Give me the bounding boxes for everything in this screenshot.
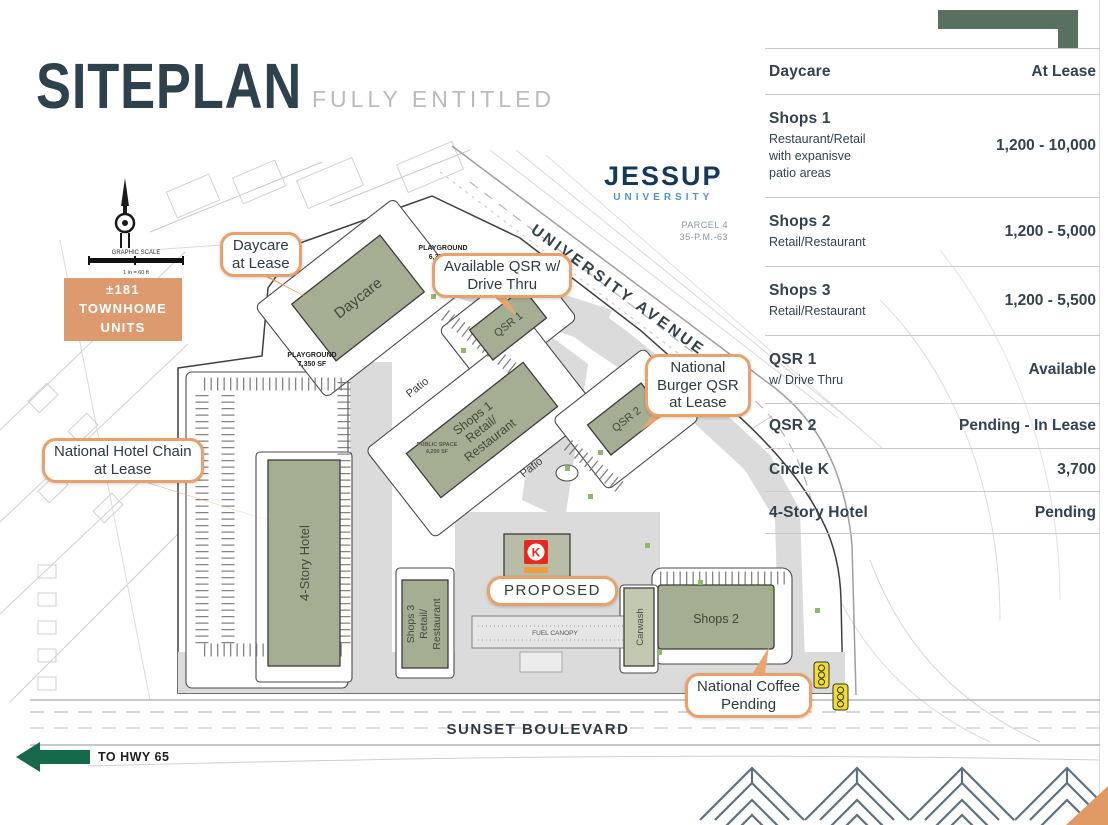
row-sub: Restaurant/Retail with expanisve patio a… (769, 132, 866, 180)
jessup-logo-tagline: UNIVERSITY (613, 192, 714, 203)
corner-accent-bar (938, 10, 1078, 29)
table-row: QSR 2 Pending - In Lease (765, 403, 1100, 448)
parcel-note-line2: 35-P.M.-63 (679, 231, 728, 242)
page-subtitle: FULLY ENTITLED (312, 86, 556, 112)
table-row: Shops 3 Retail/Restaurant 1,200 - 5,500 (765, 266, 1100, 335)
table-row: Circle K 3,700 (765, 448, 1100, 491)
shops2-building-label: Shops 2 (693, 612, 739, 626)
row-value: At Lease (1031, 62, 1096, 80)
table-row: Daycare At Lease (765, 48, 1100, 94)
svg-text:PUBLIC SPACE: PUBLIC SPACE (417, 442, 458, 448)
row-name: Shops 3 (769, 282, 831, 300)
row-value: 1,200 - 10,000 (996, 137, 1096, 154)
row-name: QSR 2 (769, 417, 817, 434)
shops3-label-line1: Shops 3 (405, 605, 417, 644)
sunset-boulevard-label: SUNSET BOULEVARD (447, 721, 630, 738)
circle-k-logo: K (524, 540, 548, 573)
fuel-canopy: FUEL CANOPY (471, 615, 639, 673)
svg-text:PLAYGROUND: PLAYGROUND (287, 352, 336, 359)
row-value: Pending - In Lease (959, 417, 1096, 434)
svg-text:PLAYGROUND: PLAYGROUND (418, 245, 467, 252)
parcel-note-line1: PARCEL 4 (681, 220, 728, 230)
callout-national-burger-qsr: National Burger QSR at Lease (645, 354, 751, 418)
row-name: QSR 1 (769, 350, 817, 368)
sunset-boulevard-road (30, 699, 1101, 767)
jessup-university-logo: JESSUP UNIVERSITY (604, 161, 723, 204)
row-name: Daycare (769, 62, 831, 80)
fuel-canopy-label: FUEL CANOPY (532, 630, 578, 637)
townhomes-block: ±181 TOWNHOME UNITS (64, 278, 182, 341)
callout-available-qsr: Available QSR w/ Drive Thru (432, 253, 573, 299)
row-value: 1,200 - 5,000 (1004, 223, 1096, 240)
row-name: 4-Story Hotel (769, 503, 869, 521)
row-sub: w/ Drive Thru (769, 372, 844, 387)
parking-stalls (195, 309, 788, 657)
svg-text:4,200 SF: 4,200 SF (426, 449, 449, 455)
row-name: Shops 2 (769, 213, 831, 231)
table-row: 4-Story Hotel Pending (765, 491, 1100, 533)
public-space-label: PUBLIC SPACE 4,200 SF (417, 442, 458, 455)
hwy-65-direction: TO HWY 65 (16, 742, 169, 772)
row-value: Available (1028, 360, 1097, 378)
row-value: Pending (1034, 503, 1096, 521)
row-name: Circle K (769, 461, 830, 478)
graphic-scale-ratio: 1 in = 60 ft (123, 270, 149, 276)
university-avenue-road (439, 145, 857, 696)
page-right-edge-line (1099, 0, 1100, 825)
table-row: Shops 1 Restaurant/Retail with expanisve… (765, 94, 1100, 197)
callout-proposed: PROPOSED (487, 576, 619, 606)
chevron-pattern (699, 766, 1108, 825)
graphic-scale-label: GRAPHIC SCALE (112, 250, 161, 256)
parcel-note: PARCEL 4 35-P.M.-63 (650, 220, 728, 243)
landscaping (431, 294, 820, 655)
hwy-left-arrow-icon (16, 742, 90, 772)
jessup-logo-name: JESSUP (604, 161, 723, 191)
table-row: QSR 1 w/ Drive Thru Available (765, 335, 1100, 403)
row-value: 3,700 (1057, 461, 1096, 478)
row-value: 1,200 - 5,500 (1004, 292, 1096, 309)
circle-k-letter: K (532, 546, 541, 560)
corner-triangle-accent (1066, 786, 1108, 825)
corner-accent-bar-vertical (1058, 10, 1078, 48)
shops3-label-line3: Restaurant (431, 598, 443, 649)
buildings: Daycare QSR 1 Shops 1 Retail/ Restaurant… (267, 234, 775, 669)
playground-7350-label: PLAYGROUND 7,350 SF (287, 352, 336, 368)
row-sub: Retail/Restaurant (769, 304, 866, 319)
callout-national-coffee: National Coffee Pending (685, 673, 813, 719)
table-row: Shops 2 Retail/Restaurant 1,200 - 5,000 (765, 197, 1100, 266)
hotel-building-label: 4-Story Hotel (297, 525, 312, 601)
graphic-scale: GRAPHIC SCALE 1 in = 60 ft (88, 250, 184, 276)
row-name: Shops 1 (769, 110, 831, 128)
monument-icon (114, 178, 136, 248)
traffic-signal-icons (813, 661, 849, 711)
callout-daycare-at-lease: Daycare at Lease (220, 232, 302, 278)
svg-text:7,350 SF: 7,350 SF (298, 361, 327, 368)
lease-table: Daycare At Lease Shops 1 Restaurant/Reta… (765, 48, 1100, 534)
carwash-building-label: Carwash (635, 608, 646, 646)
callout-national-hotel-chain: National Hotel Chain at Lease (42, 438, 204, 484)
page-title: SITEPLAN (36, 50, 303, 122)
row-sub: Retail/Restaurant (769, 235, 866, 250)
hwy-65-label: TO HWY 65 (98, 750, 170, 764)
shops3-label-line2: Retail/ (418, 609, 430, 639)
